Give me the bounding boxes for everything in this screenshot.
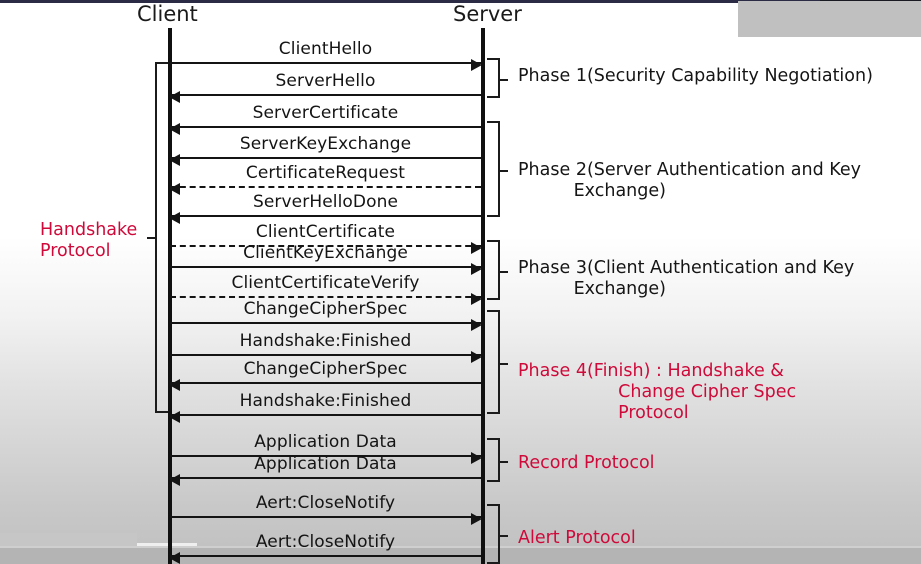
message-label: Application Data xyxy=(254,432,397,452)
brace-tick-record-protocol xyxy=(500,461,508,463)
actor-label-client: Client xyxy=(137,2,198,26)
message-label: ChangeCipherSpec xyxy=(243,359,408,379)
label-alert-protocol: Alert Protocol xyxy=(518,528,636,549)
arrowhead-right-icon xyxy=(471,263,482,275)
message-arrow-line xyxy=(170,293,482,305)
message-arrow-line xyxy=(169,379,481,391)
label-line: Phase 2(Server Authentication and Key xyxy=(518,160,861,180)
message-label: ServerHelloDone xyxy=(252,192,399,212)
message-arrow-line xyxy=(170,59,482,71)
message-label: ServerCertificate xyxy=(252,103,399,123)
message-arrow-line xyxy=(170,513,482,525)
label-line: Phase 3(Client Authentication and Key xyxy=(518,258,855,278)
label-line: Exchange) xyxy=(518,279,666,299)
message-arrow-line xyxy=(169,123,481,135)
bottom-band-highlight xyxy=(0,546,921,548)
arrowhead-left-icon xyxy=(169,123,180,135)
arrowhead-left-icon xyxy=(169,212,180,224)
label-line: Alert Protocol xyxy=(518,528,636,548)
message-label: ClientKeyExchange xyxy=(243,243,408,263)
arrowhead-right-icon xyxy=(471,59,482,71)
message-label: Aert:CloseNotify xyxy=(255,493,396,513)
lifeline-server xyxy=(481,28,485,564)
top-edge-strip xyxy=(0,0,921,3)
brace-alert-protocol xyxy=(487,504,508,564)
label-record-protocol: Record Protocol xyxy=(518,453,655,474)
label-phase-2: Phase 2(Server Authentication and Key Ex… xyxy=(518,160,861,202)
message-label: ClientCertificate xyxy=(255,222,396,242)
message-arrow-line xyxy=(169,91,481,103)
brace-tick-phase-3 xyxy=(500,271,508,273)
message-arrow-line xyxy=(169,411,481,423)
message-label: ChangeCipherSpec xyxy=(243,299,408,319)
message-label: ServerKeyExchange xyxy=(239,134,412,154)
message-label: Aert:CloseNotify xyxy=(255,532,396,552)
arrowhead-right-icon xyxy=(471,513,482,525)
arrowhead-left-icon xyxy=(169,379,180,391)
brace-phase-3 xyxy=(487,240,508,300)
arrowhead-left-icon xyxy=(169,474,180,486)
message-label: CertificateRequest xyxy=(245,163,406,183)
brace-tick-phase-1 xyxy=(500,79,508,81)
arrowhead-left-icon xyxy=(169,552,180,564)
arrowhead-left-icon xyxy=(169,183,180,195)
brace-record-protocol xyxy=(487,438,508,482)
arrowhead-right-icon xyxy=(471,319,482,331)
message-arrow-line xyxy=(169,212,481,224)
message-label: Application Data xyxy=(254,454,397,474)
message-arrow-line xyxy=(170,242,482,254)
brace-tick-phase-2 xyxy=(500,170,508,172)
arrowhead-left-icon xyxy=(169,411,180,423)
handshake-group-brace-tick xyxy=(147,237,155,239)
brace-phase-2 xyxy=(487,121,508,217)
message-label: Handshake:Finished xyxy=(239,331,412,351)
arrowhead-left-icon xyxy=(169,154,180,166)
bottom-left-plate xyxy=(0,533,137,550)
label-line: Phase 4(Finish) : Handshake & xyxy=(518,361,784,381)
top-right-gray-block xyxy=(738,1,921,37)
message-arrow-line xyxy=(170,263,482,275)
message-arrow-line xyxy=(170,319,482,331)
brace-tick-alert-protocol xyxy=(500,535,508,537)
handshake-group-brace xyxy=(147,62,168,413)
brace-phase-1 xyxy=(487,58,508,98)
arrowhead-right-icon xyxy=(471,351,482,363)
label-phase-3: Phase 3(Client Authentication and Key Ex… xyxy=(518,258,854,300)
label-phase-1: Phase 1(Security Capability Negotiation) xyxy=(518,66,873,87)
arrowhead-right-icon xyxy=(471,242,482,254)
message-label: ClientHello xyxy=(278,39,373,59)
label-line: Exchange) xyxy=(518,181,666,201)
label-line: Protocol xyxy=(518,403,689,423)
message-arrow-line xyxy=(170,452,482,464)
arrowhead-right-icon xyxy=(471,293,482,305)
handshake-protocol-label: Handshake Protocol xyxy=(40,220,138,261)
brace-tick-phase-4 xyxy=(500,363,508,365)
message-arrow-line xyxy=(169,552,481,564)
message-arrow-line xyxy=(169,183,481,195)
brace-phase-4 xyxy=(487,310,508,414)
message-arrow-line xyxy=(170,351,482,363)
arrowhead-right-icon xyxy=(471,452,482,464)
label-line: Phase 1(Security Capability Negotiation) xyxy=(518,66,873,86)
message-label: Handshake:Finished xyxy=(239,391,412,411)
message-label: ClientCertificateVerify xyxy=(231,273,420,293)
label-line: Record Protocol xyxy=(518,453,655,473)
message-arrow-line xyxy=(169,154,481,166)
arrowhead-left-icon xyxy=(169,91,180,103)
actor-label-server: Server xyxy=(453,2,522,26)
bottom-left-highlight xyxy=(137,543,197,548)
label-line: Change Cipher Spec xyxy=(518,382,797,402)
message-label: ServerHello xyxy=(275,71,376,91)
label-phase-4: Phase 4(Finish) : Handshake & Change Cip… xyxy=(518,361,796,424)
message-arrow-line xyxy=(169,474,481,486)
